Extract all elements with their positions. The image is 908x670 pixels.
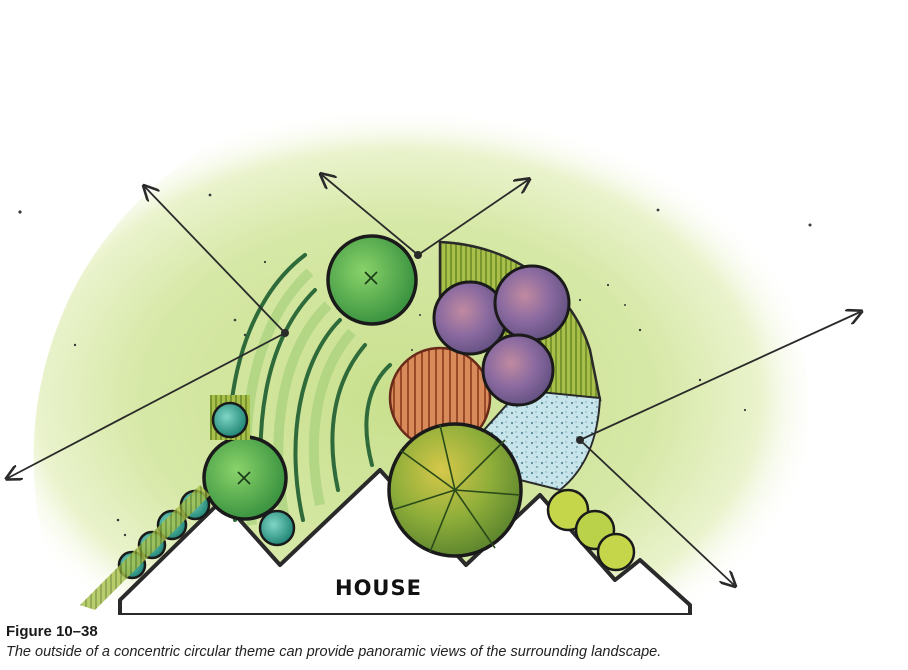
view-arrow-east <box>579 312 860 441</box>
house-label: HOUSE <box>335 576 422 600</box>
landscape-plan-drawing: HOUSE <box>0 68 908 615</box>
yellow-shrub-row <box>546 488 636 572</box>
teal-shrub <box>211 401 249 439</box>
green-tree-north <box>326 234 418 326</box>
teal-shrub <box>258 509 296 547</box>
purple-shrub <box>493 264 571 342</box>
view-arrows <box>8 175 860 585</box>
figure-caption: The outside of a concentric circular the… <box>6 644 662 660</box>
figure-caption-block: Figure 10–38 The outside of a concentric… <box>6 622 902 662</box>
teal-shrub-row <box>80 395 296 610</box>
purple-shrub-cluster <box>432 264 571 407</box>
view-arrow-southeast <box>579 439 734 585</box>
lawn-stipple <box>18 193 812 537</box>
large-shade-tree <box>387 422 523 558</box>
concentric-arcs <box>226 253 392 532</box>
view-arrow-north <box>322 175 419 256</box>
yellow-shrub <box>596 532 636 572</box>
purple-shrub <box>481 333 555 407</box>
figure-number: Figure 10–38 <box>6 623 98 640</box>
view-arrow-northeast <box>417 180 528 256</box>
view-points <box>281 251 584 444</box>
green-tree-west <box>202 435 288 521</box>
view-arrow-west <box>8 332 286 478</box>
view-arrow-northwest <box>145 187 286 334</box>
